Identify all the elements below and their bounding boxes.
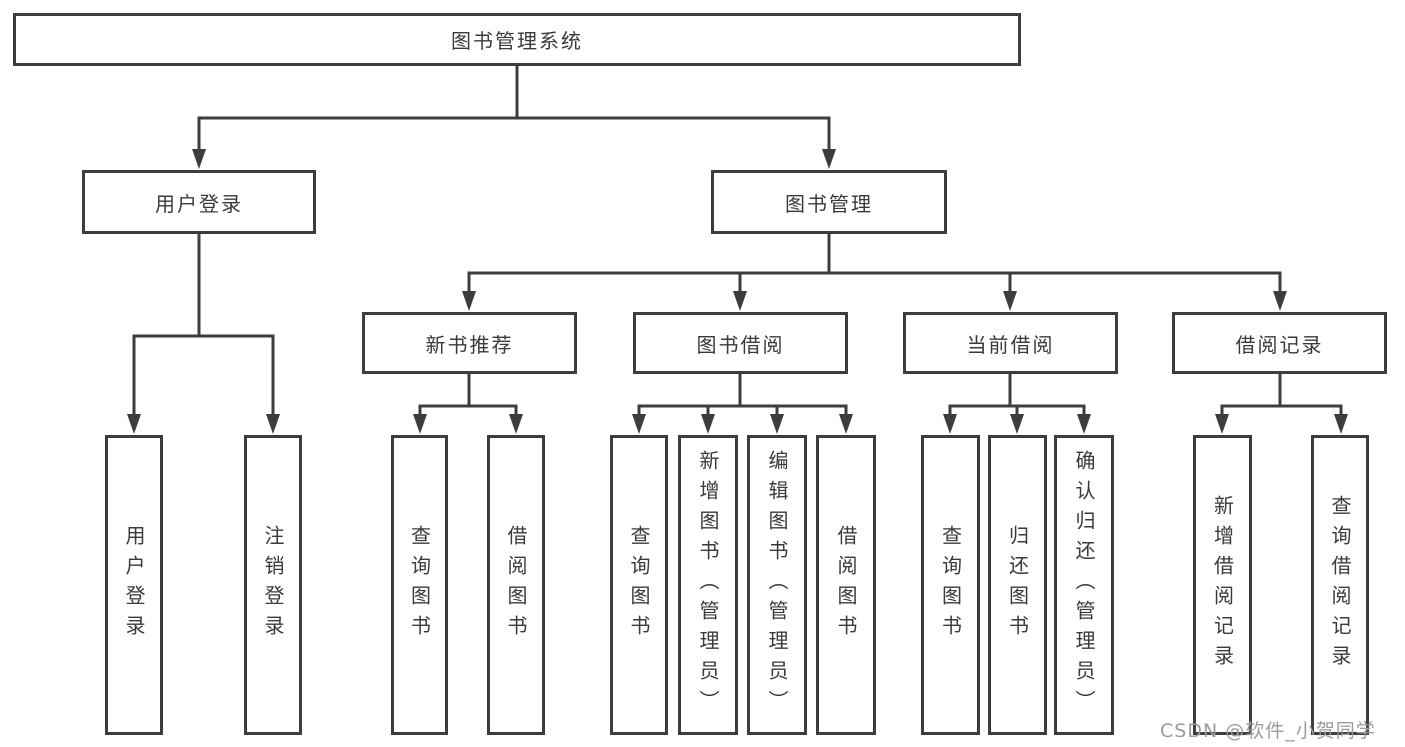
node-borrowing-records: 借阅记录 <box>1172 312 1387 374</box>
node-book-borrowing-label: 图书借阅 <box>696 332 785 357</box>
node-book-management-label: 图书管理 <box>785 191 873 216</box>
leaf-borrow-books-recommend-label: 借阅图书 <box>504 525 528 645</box>
leaf-query-borrow-record: 查询借阅记录 <box>1311 435 1369 735</box>
leaf-query-books-current: 查询图书 <box>921 435 980 735</box>
leaf-query-books-recommend: 查询图书 <box>391 435 448 735</box>
leaf-query-books-borrowing-label: 查询图书 <box>627 525 651 645</box>
leaf-add-borrow-record-label: 新增借阅记录 <box>1210 495 1235 675</box>
edge-user-login-to-leaves <box>127 232 280 434</box>
csdn-watermark: CSDN @软件_小贺同学 <box>1160 720 1376 742</box>
leaf-query-books-recommend-label: 查询图书 <box>407 525 432 645</box>
edge-borrowing-records-to-leaves <box>1215 372 1348 434</box>
leaf-borrow-books-recommend: 借阅图书 <box>487 435 545 735</box>
node-book-borrowing: 图书借阅 <box>633 312 848 374</box>
node-current-borrowing: 当前借阅 <box>903 312 1118 374</box>
leaf-user-login: 用户登录 <box>105 435 163 735</box>
node-new-book-recommend-label: 新书推荐 <box>425 332 514 357</box>
node-root: 图书管理系统 <box>13 13 1021 66</box>
node-current-borrowing-label: 当前借阅 <box>966 332 1055 357</box>
leaf-query-books-borrowing: 查询图书 <box>610 435 668 735</box>
leaf-user-login-label: 用户登录 <box>122 525 146 645</box>
leaf-confirm-return-admin-label: 确认归还（管理员） <box>1072 450 1096 720</box>
edge-new-book-recommend-to-leaves <box>413 372 523 434</box>
leaf-edit-book-admin: 编辑图书（管理员） <box>747 435 807 735</box>
leaf-confirm-return-admin: 确认归还（管理员） <box>1054 435 1114 735</box>
edge-book-borrowing-to-leaves <box>632 372 853 434</box>
leaf-query-borrow-record-label: 查询借阅记录 <box>1328 495 1352 675</box>
leaf-add-book-admin: 新增图书（管理员） <box>678 435 738 735</box>
node-user-login: 用户登录 <box>82 170 316 234</box>
leaf-logout: 注销登录 <box>244 435 302 735</box>
leaf-return-books: 归还图书 <box>988 435 1047 735</box>
leaf-borrow-books-borrowing: 借阅图书 <box>816 435 876 735</box>
node-book-management: 图书管理 <box>711 170 947 234</box>
node-new-book-recommend: 新书推荐 <box>362 312 577 374</box>
edge-current-borrowing-to-leaves <box>943 372 1091 434</box>
edge-book-management-to-level3 <box>462 232 1287 311</box>
leaf-add-borrow-record: 新增借阅记录 <box>1193 435 1252 735</box>
leaf-query-books-current-label: 查询图书 <box>938 525 963 645</box>
leaf-edit-book-admin-label: 编辑图书（管理员） <box>765 450 789 720</box>
leaf-logout-label: 注销登录 <box>261 525 285 645</box>
leaf-borrow-books-borrowing-label: 借阅图书 <box>834 525 858 645</box>
edge-root-to-level2 <box>192 64 836 169</box>
node-root-label: 图书管理系统 <box>451 29 583 53</box>
node-user-login-label: 用户登录 <box>155 191 243 216</box>
leaf-return-books-label: 归还图书 <box>1005 525 1030 645</box>
leaf-add-book-admin-label: 新增图书（管理员） <box>696 450 720 720</box>
node-borrowing-records-label: 借阅记录 <box>1235 332 1324 357</box>
